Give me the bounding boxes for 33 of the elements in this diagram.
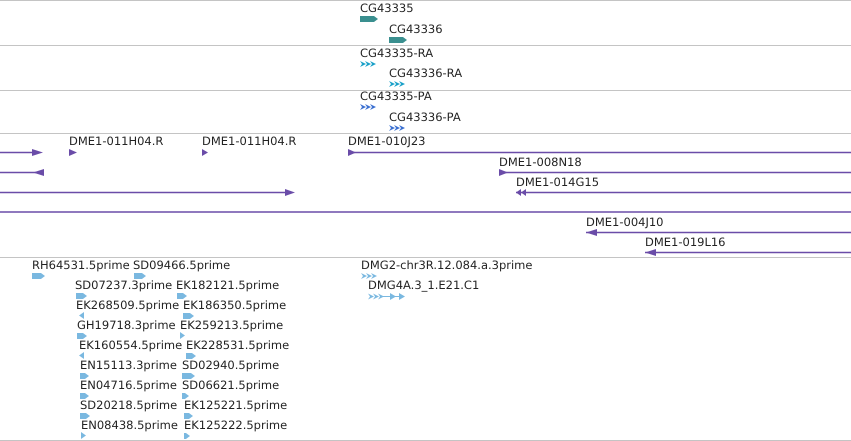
feature-label: DMG4A.3_1.E21.C1 xyxy=(368,278,480,292)
feature-label: SD07237.3prime xyxy=(75,278,172,292)
feature-label: EK259213.5prime xyxy=(180,318,284,332)
feature-label: EK268509.5prime xyxy=(76,298,180,312)
feature-label: CG43336-PA xyxy=(389,110,461,124)
feature-label: EN08438.5prime xyxy=(81,418,178,432)
feature-label: EK160554.5prime xyxy=(79,338,182,352)
feature-label: EK186350.5prime xyxy=(183,298,286,312)
feature-label: DME1-019L16 xyxy=(645,235,726,249)
feature-label: CG43335-PA xyxy=(360,89,432,103)
feature-label: CG43336-RA xyxy=(389,66,462,80)
feature-label: DME1-010J23 xyxy=(348,134,426,148)
feature-label: RH64531.5prime xyxy=(32,258,130,272)
feature-label: SD02940.5prime xyxy=(182,358,280,372)
feature-label: EK125221.5prime xyxy=(184,398,288,412)
feature-label: EK182121.5prime xyxy=(176,278,280,292)
feature-label: EK228531.5prime xyxy=(186,338,290,352)
feature-label: DME1-004J10 xyxy=(586,215,664,229)
feature-label: CG43335 xyxy=(360,1,414,15)
feature-label: DME1-014G15 xyxy=(516,175,600,189)
feature-label: EN04716.5prime xyxy=(80,378,177,392)
feature-label: CG43335-RA xyxy=(360,46,434,60)
feature-label: SD20218.5prime xyxy=(80,398,178,412)
feature-label: EK125222.5prime xyxy=(184,418,288,432)
feature-label: SD06621.5prime xyxy=(182,378,280,392)
feature-label: EN15113.3prime xyxy=(80,358,177,372)
feature-label: DME1-008N18 xyxy=(499,155,582,169)
feature-label: DME1-011H04.R xyxy=(202,134,296,148)
feature-label: DME1-011H04.R xyxy=(69,134,164,148)
feature-label: CG43336 xyxy=(389,22,443,36)
feature-label: DMG2-chr3R.12.084.a.3prime xyxy=(361,258,532,272)
feature-label: SD09466.5prime xyxy=(133,258,230,272)
feature-label: GH19718.3prime xyxy=(77,318,176,332)
